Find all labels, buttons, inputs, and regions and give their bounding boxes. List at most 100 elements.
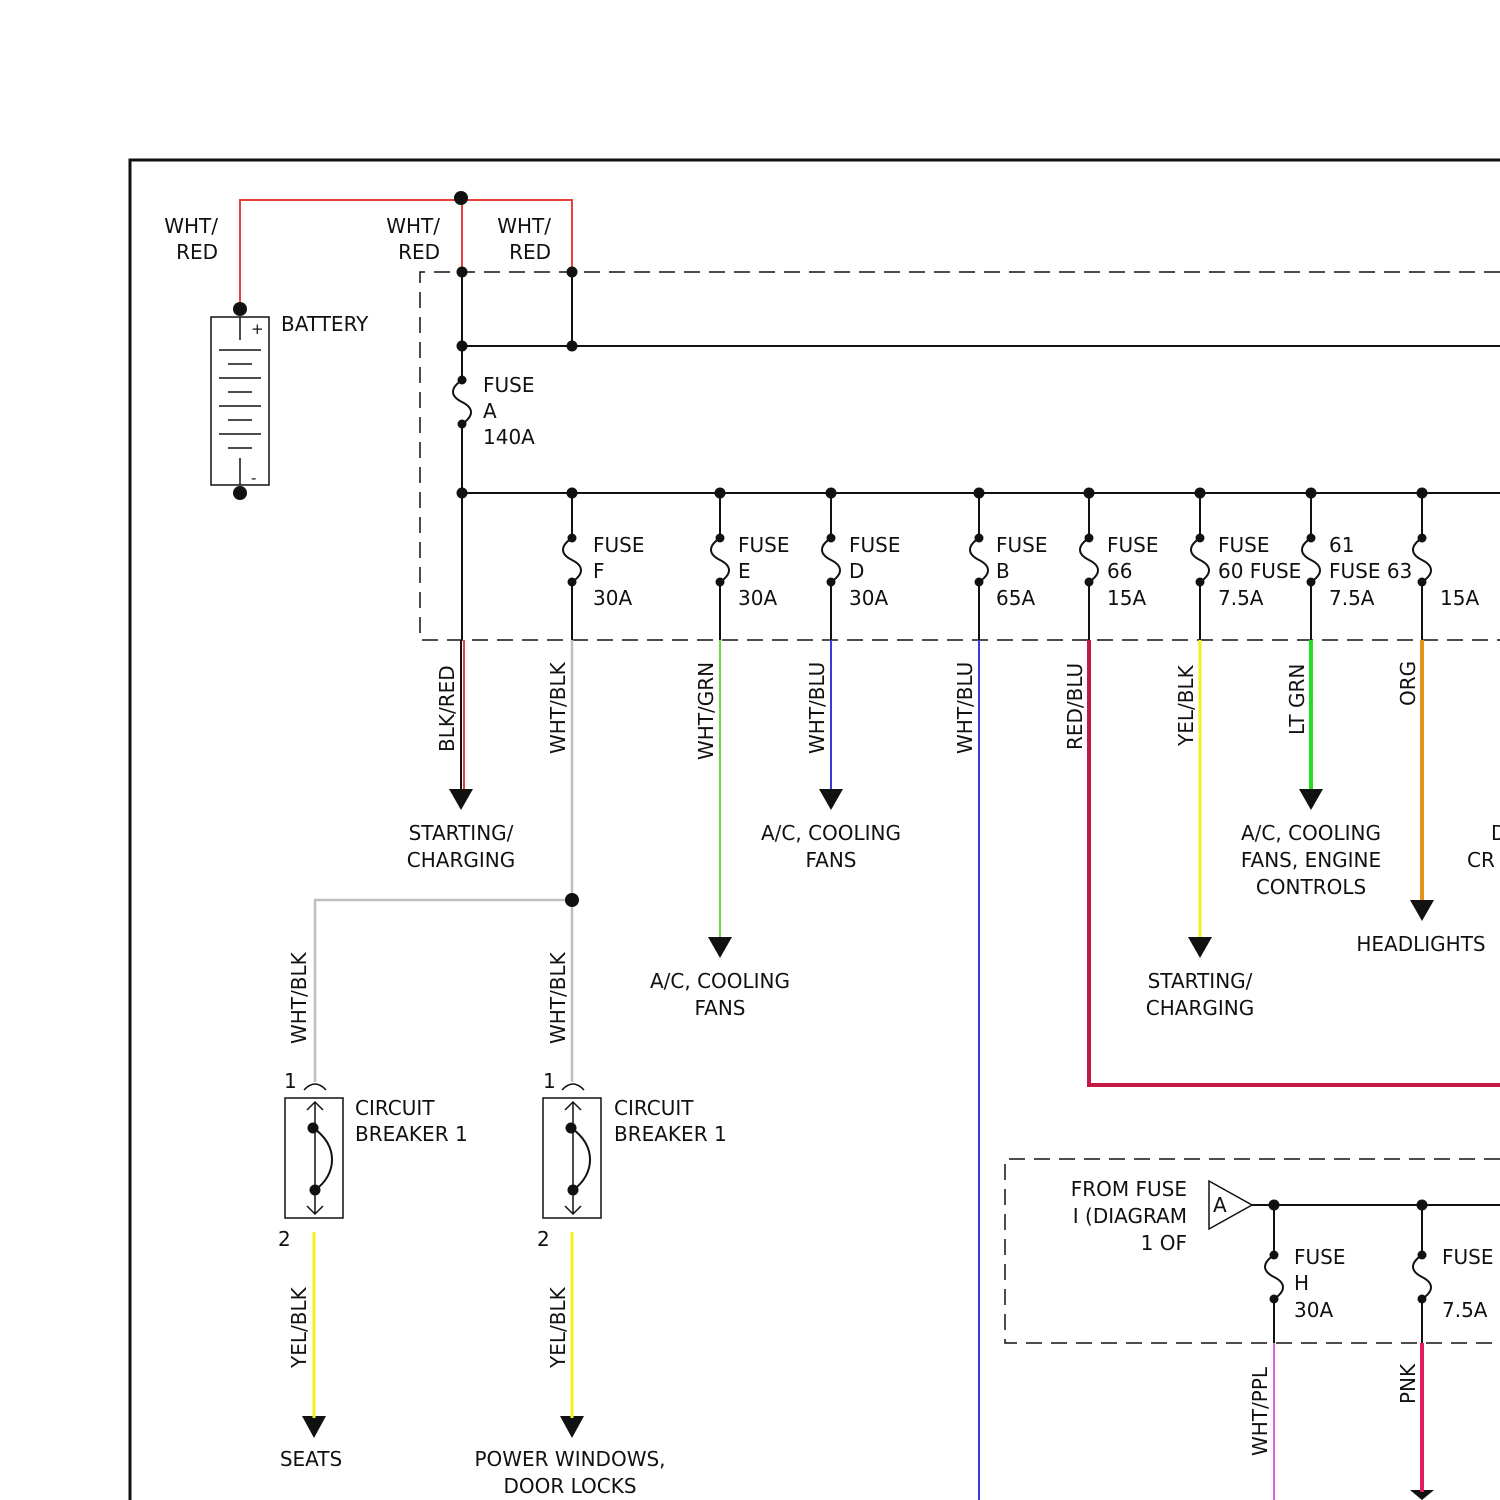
connector-a-label: A (1213, 1193, 1227, 1217)
wire-label-wht-red-2a: WHT/ (386, 214, 440, 238)
fuse-d-id: D (849, 559, 864, 583)
circuit-breaker-right-icon (543, 1084, 601, 1218)
dest-starting-charging-2b: CHARGING (1146, 996, 1254, 1020)
fuse-a-id: A (483, 399, 497, 423)
wire-label-blk-red: BLK/RED (435, 665, 459, 752)
cb-right-pin-2: 2 (537, 1227, 550, 1251)
cb-left-label-a: CIRCUIT (355, 1096, 435, 1120)
fuse-e-icon (711, 488, 729, 641)
fuse-66-amperage: 15A (1107, 586, 1146, 610)
fuse-61-id: 61 (1329, 533, 1354, 557)
wire-label-wht-red-3b: RED (509, 240, 551, 264)
dest-cut-off-d: D (1491, 821, 1500, 845)
wire-label-wht-ppl: WHT/PPL (1248, 1366, 1272, 1456)
dest-starting-charging-1b: CHARGING (407, 848, 515, 872)
cb-left-label-b: BREAKER 1 (355, 1122, 468, 1146)
wire-label-wht-red-1b: RED (176, 240, 218, 264)
splice-dot-wht-blk (565, 893, 579, 907)
wire-label-wht-red-2b: RED (398, 240, 440, 264)
fuse-h-label: FUSE (1294, 1245, 1345, 1269)
dest-ac-fans-engine-b: FANS, ENGINE (1241, 848, 1381, 872)
battery-plus-label: + (251, 320, 264, 338)
wire-label-wht-grn: WHT/GRN (694, 662, 718, 760)
fuse-f-id: F (593, 559, 605, 583)
wire-label-org: ORG (1396, 661, 1420, 706)
wire-label-wht-blk-right: WHT/BLK (546, 951, 570, 1044)
fuse-66-label: FUSE (1107, 533, 1158, 557)
fuse-63-label: FUSE 63 (1329, 559, 1412, 583)
fuse-f-label: FUSE (593, 533, 644, 557)
cb-left-pin-2: 2 (278, 1227, 291, 1251)
dest-power-windows-a: POWER WINDOWS, (474, 1447, 665, 1471)
circuit-breaker-left-icon (285, 1084, 343, 1218)
battery-positive-terminal (233, 302, 247, 316)
cb-left-pin-1: 1 (284, 1069, 297, 1093)
wire-label-wht-blk-left: WHT/BLK (287, 951, 311, 1044)
fuse-r-icon (1413, 1205, 1431, 1343)
fuse-b-label: FUSE (996, 533, 1047, 557)
dest-ac-cooling-fans-e-a: A/C, COOLING (650, 969, 790, 993)
fuse-66-icon (1080, 488, 1098, 641)
battery-minus-label: - (251, 469, 256, 487)
fuse-b-id: B (996, 559, 1010, 583)
fuse-f-amperage: 30A (593, 586, 632, 610)
wire-label-wht-blu-d: WHT/BLU (805, 662, 829, 754)
fuse-61-amperage: 7.5A (1329, 586, 1375, 610)
fuse-60-icon (1191, 488, 1209, 641)
fuse-d-icon (822, 488, 840, 641)
wire-label-lt-grn: LT GRN (1285, 664, 1309, 735)
wire-label-yel-blk-60: YEL/BLK (1174, 664, 1198, 747)
fuse-61-icon (1302, 488, 1320, 641)
fuse-a-amperage: 140A (483, 425, 535, 449)
fuse-b-amperage: 65A (996, 586, 1035, 610)
from-fuse-label-a: FROM FUSE (1071, 1177, 1187, 1201)
fuse-63-icon (1413, 488, 1431, 641)
dest-ac-cooling-fans-d-b: FANS (805, 848, 856, 872)
fuse-60-id: 60 FUSE (1218, 559, 1301, 583)
fuse-e-id: E (738, 559, 751, 583)
fuse-63-amperage: 15A (1440, 586, 1479, 610)
cb-right-label-b: BREAKER 1 (614, 1122, 727, 1146)
wire-label-red-blu: RED/BLU (1063, 663, 1087, 750)
fuse-a-label: FUSE (483, 373, 534, 397)
fuse-h-icon (1265, 1205, 1283, 1343)
wire-label-yel-blk-seats: YEL/BLK (287, 1286, 311, 1369)
cb-right-label-a: CIRCUIT (614, 1096, 694, 1120)
wire-label-yel-blk-windows: YEL/BLK (546, 1286, 570, 1369)
dest-power-windows-b: DOOR LOCKS (503, 1474, 636, 1498)
battery-negative-terminal (233, 486, 247, 500)
fuse-a-icon (453, 376, 471, 429)
wire-label-wht-blk-f: WHT/BLK (546, 661, 570, 754)
fuse-box-outline (420, 272, 1500, 640)
dest-ac-fans-engine-a: A/C, COOLING (1241, 821, 1381, 845)
dest-cut-off-cr: CR (1467, 848, 1495, 872)
fuse-60-amperage: 7.5A (1218, 586, 1264, 610)
wire-label-wht-blu-b: WHT/BLU (953, 662, 977, 754)
splice-dot (454, 191, 468, 205)
wht-blk-branch-wire (315, 900, 572, 1082)
wire-label-wht-red-3a: WHT/ (497, 214, 551, 238)
wire-label-wht-red-1a: WHT/ (164, 214, 218, 238)
fuse-h-amperage: 30A (1294, 1298, 1333, 1322)
fuse-66-id: 66 (1107, 559, 1132, 583)
fuse-e-amperage: 30A (738, 586, 777, 610)
cb-right-pin-1: 1 (543, 1069, 556, 1093)
from-fuse-label-c: 1 OF (1141, 1231, 1187, 1255)
dest-headlights: HEADLIGHTS (1356, 932, 1485, 956)
fuse-r-label: FUSE (1442, 1245, 1493, 1269)
output-wires (461, 640, 1500, 1500)
fuse-h-id: H (1294, 1271, 1309, 1295)
fuse-f-icon (563, 488, 581, 641)
fuse-d-amperage: 30A (849, 586, 888, 610)
fuse-e-label: FUSE (738, 533, 789, 557)
dest-starting-charging-1a: STARTING/ (409, 821, 514, 845)
dest-ac-fans-engine-c: CONTROLS (1256, 875, 1366, 899)
dest-seats: SEATS (280, 1447, 342, 1471)
from-fuse-label-b: I (DIAGRAM (1073, 1204, 1187, 1228)
fuse-r-amperage: 7.5A (1442, 1298, 1488, 1322)
fuse-d-label: FUSE (849, 533, 900, 557)
battery-label: BATTERY (281, 312, 369, 336)
dest-starting-charging-2a: STARTING/ (1148, 969, 1253, 993)
dest-ac-cooling-fans-d-a: A/C, COOLING (761, 821, 901, 845)
